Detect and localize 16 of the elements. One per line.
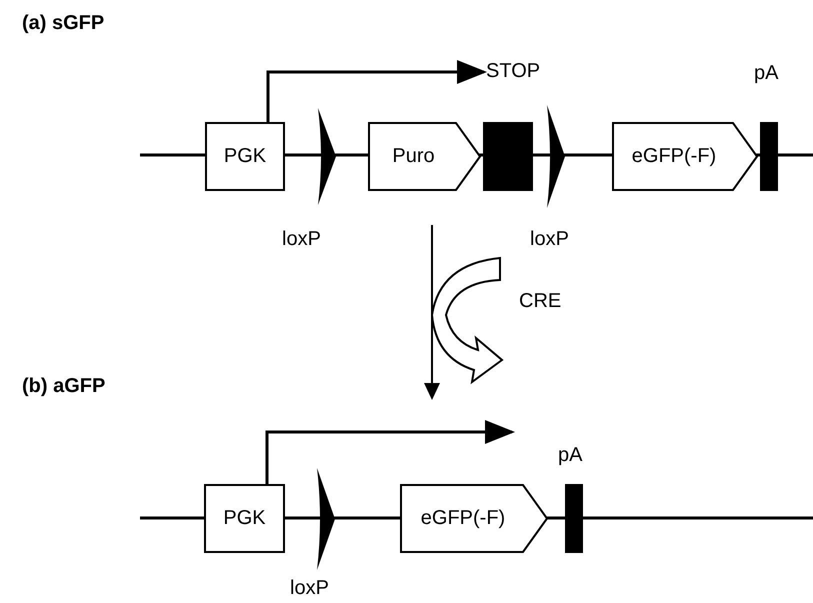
- site-label: loxP: [290, 577, 329, 600]
- enzyme-label: CRE: [519, 290, 562, 313]
- element-label: pA: [754, 62, 778, 85]
- transcription-arrow: [266, 420, 515, 484]
- gene-arrow-box: eGFP(-F): [612, 122, 758, 191]
- transcription-arrow: [266, 60, 487, 122]
- gene-arrow-box: Puro: [368, 122, 481, 191]
- promoter-box: PGK: [204, 484, 285, 553]
- promoter-box: PGK: [205, 122, 285, 191]
- site-label: loxP: [530, 228, 569, 251]
- gene-arrow-box: eGFP(-F): [400, 484, 548, 553]
- element-label: pA: [558, 444, 582, 467]
- element-label: STOP: [486, 60, 540, 83]
- panel-title: (b) aGFP: [22, 375, 106, 398]
- panel-title: (a) sGFP: [22, 12, 104, 35]
- site-label: loxP: [282, 228, 321, 251]
